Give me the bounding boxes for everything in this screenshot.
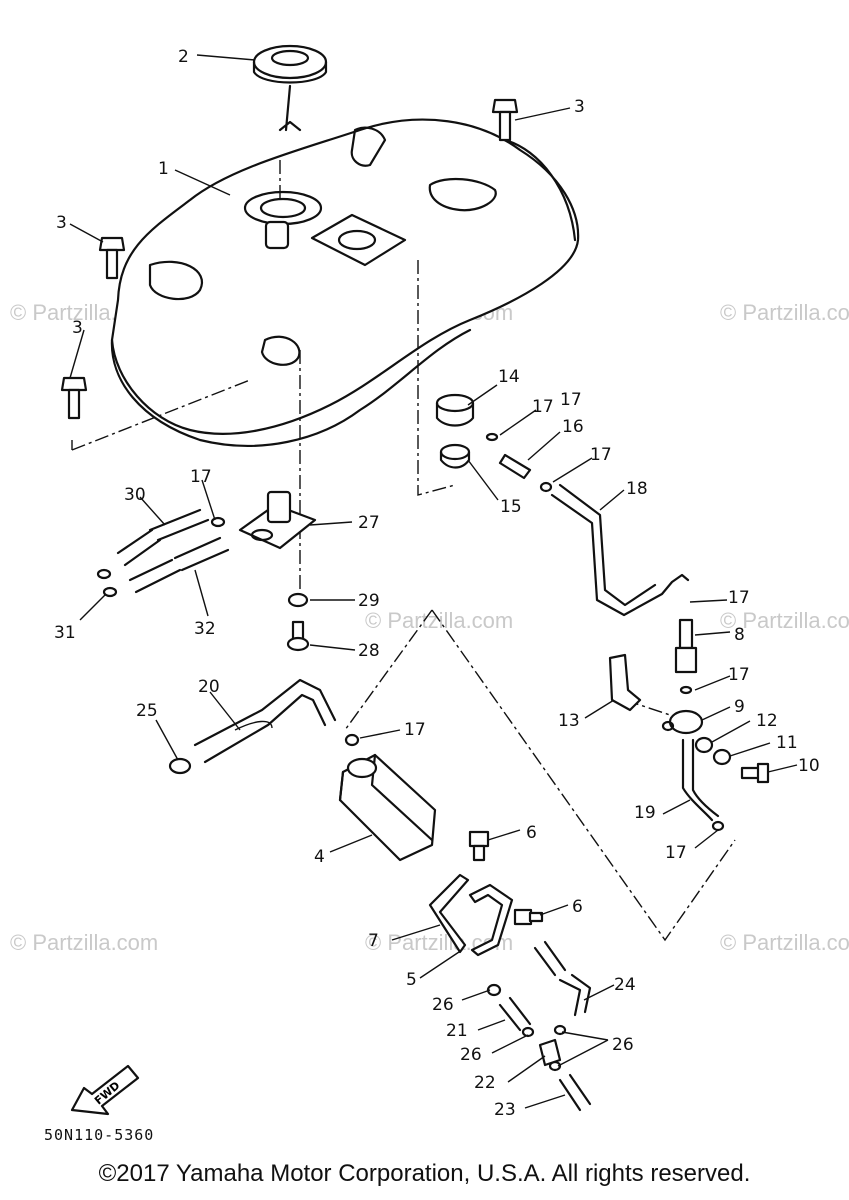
clip xyxy=(711,820,725,832)
callout-19: 19 xyxy=(634,803,656,823)
clip xyxy=(96,568,112,580)
band xyxy=(468,883,514,957)
washer xyxy=(712,748,732,766)
watermark: © Partzilla.com xyxy=(720,930,849,955)
callout-32: 32 xyxy=(194,619,216,639)
callout-20: 20 xyxy=(198,677,220,697)
callout-31: 31 xyxy=(54,623,76,643)
charcoal-canister xyxy=(338,733,437,862)
screw xyxy=(286,620,310,652)
fuel-hose xyxy=(498,996,532,1032)
fuel-cap xyxy=(252,44,328,132)
clip xyxy=(539,481,553,493)
clip xyxy=(102,586,118,598)
callout-8: 8 xyxy=(734,625,745,645)
callout-18: 18 xyxy=(626,479,648,499)
diagram-code: 50N110-5360 xyxy=(44,1126,155,1144)
bolt xyxy=(513,908,544,926)
fuel-hose xyxy=(193,678,337,764)
leader-lines xyxy=(69,54,798,1109)
clamp xyxy=(439,443,471,469)
callout-21: 21 xyxy=(446,1021,468,1041)
callout-3: 3 xyxy=(574,97,585,117)
leader-dash xyxy=(417,260,456,496)
callout-14: 14 xyxy=(498,367,520,387)
callout-16: 16 xyxy=(562,417,584,437)
fuel-hose xyxy=(116,508,210,567)
callout-4: 4 xyxy=(314,847,325,867)
callout-2: 2 xyxy=(178,47,189,67)
callout-26: 26 xyxy=(612,1035,634,1055)
callout-17: 17 xyxy=(532,397,554,417)
callout-17: 17 xyxy=(560,390,582,410)
callout-17: 17 xyxy=(728,665,750,685)
callout-26: 26 xyxy=(432,995,454,1015)
fuel-hose xyxy=(558,973,592,1017)
callout-3: 3 xyxy=(72,318,83,338)
bolt xyxy=(468,830,490,862)
fwd-arrow-icon: FWD xyxy=(70,1064,140,1116)
callout-17: 17 xyxy=(728,588,750,608)
watermark: © Partzilla.com xyxy=(720,608,849,633)
bracket xyxy=(608,653,642,712)
callout-6: 6 xyxy=(526,823,537,843)
callout-17: 17 xyxy=(404,720,426,740)
callout-17: 17 xyxy=(190,467,212,487)
callout-numbers: 1 2 3 3 3 4 5 6 6 7 8 9 10 11 12 13 14 1… xyxy=(54,47,820,1120)
fuel-tank xyxy=(110,118,580,447)
callout-10: 10 xyxy=(798,756,820,776)
clip xyxy=(553,1024,567,1036)
bolt xyxy=(98,236,126,280)
fuel-hose xyxy=(533,940,567,977)
callout-17: 17 xyxy=(665,843,687,863)
leader-dash xyxy=(344,609,736,942)
clip xyxy=(210,516,226,528)
callout-13: 13 xyxy=(558,711,580,731)
callout-30: 30 xyxy=(124,485,146,505)
callout-12: 12 xyxy=(756,711,778,731)
callout-3: 3 xyxy=(56,213,67,233)
joint xyxy=(538,1038,562,1067)
callout-22: 22 xyxy=(474,1073,496,1093)
callout-17: 17 xyxy=(590,445,612,465)
callout-1: 1 xyxy=(158,159,169,179)
callout-29: 29 xyxy=(358,591,380,611)
callout-25: 25 xyxy=(136,701,158,721)
callout-27: 27 xyxy=(358,513,380,533)
callout-24: 24 xyxy=(614,975,636,995)
screw xyxy=(740,762,770,784)
callout-26: 26 xyxy=(460,1045,482,1065)
callout-7: 7 xyxy=(368,931,379,951)
clip xyxy=(168,757,192,775)
callout-23: 23 xyxy=(494,1100,516,1120)
watermark: © Partzilla.com xyxy=(720,300,849,325)
washer xyxy=(694,736,714,754)
fuel-cock xyxy=(238,490,317,550)
callout-6: 6 xyxy=(572,897,583,917)
fuel-hose xyxy=(558,1073,592,1112)
fuel-hose xyxy=(681,738,720,822)
callout-28: 28 xyxy=(358,641,380,661)
cap xyxy=(435,393,475,427)
bolt xyxy=(60,376,88,420)
bolt xyxy=(491,98,519,142)
copyright-notice: ©2017 Yamaha Motor Corporation, U.S.A. A… xyxy=(98,1160,751,1187)
fitting xyxy=(485,432,532,480)
callout-5: 5 xyxy=(406,970,417,990)
fuel-sender-unit xyxy=(674,618,698,695)
clip xyxy=(521,1026,535,1038)
callout-11: 11 xyxy=(776,733,798,753)
callout-9: 9 xyxy=(734,697,745,717)
fuel-hose xyxy=(128,536,230,594)
callout-15: 15 xyxy=(500,497,522,517)
washer xyxy=(287,592,309,608)
valve xyxy=(661,709,704,735)
leader-dash xyxy=(71,379,251,451)
fuel-hose xyxy=(550,483,690,617)
watermark: © Partzilla.com xyxy=(10,930,158,955)
